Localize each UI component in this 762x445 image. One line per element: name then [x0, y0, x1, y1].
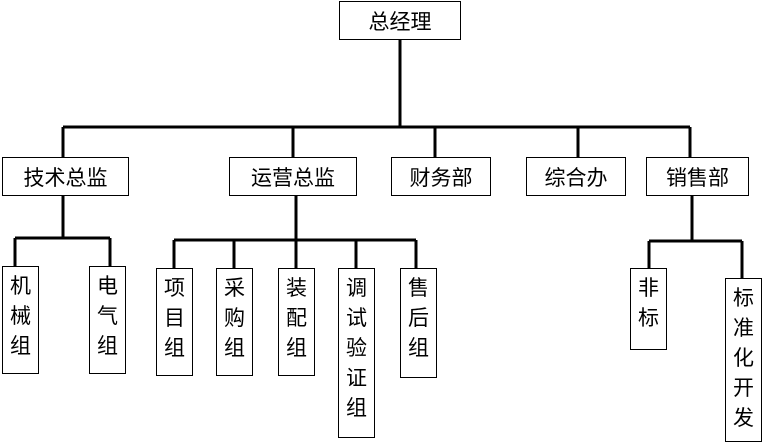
dept-sales: 销售部	[646, 157, 749, 196]
team-assembly: 装配组	[278, 268, 315, 376]
connector-lines	[13, 40, 744, 280]
label-char: 组	[346, 396, 367, 420]
label-char: 组	[97, 334, 118, 358]
team-project: 项目组	[156, 268, 193, 376]
label-char: 组	[164, 336, 185, 360]
label-char: 验	[346, 336, 367, 360]
label-char: 证	[346, 366, 367, 390]
team-electrical: 电气组	[89, 266, 126, 374]
dept-general-office: 综合办	[526, 157, 626, 196]
label-char: 目	[164, 306, 185, 330]
label-char: 后	[408, 306, 429, 330]
team-commissioning: 调试验证组	[338, 268, 375, 438]
label-char: 标	[638, 306, 659, 330]
label-char: 调	[346, 276, 367, 300]
label-char: 标	[733, 286, 754, 310]
label-char: 非	[638, 276, 659, 300]
label-char: 电	[97, 274, 118, 298]
label-char: 械	[10, 304, 31, 328]
label-char: 售	[408, 276, 429, 300]
label-char: 配	[286, 306, 307, 330]
label-char: 组	[286, 336, 307, 360]
team-after-sales: 售后组	[400, 268, 437, 378]
label-char: 开	[733, 376, 754, 400]
team-mechanical: 机械组	[2, 266, 39, 374]
label-char: 试	[346, 306, 367, 330]
root-node: 总经理	[339, 1, 461, 40]
team-standardized-dev: 标准化开发	[725, 278, 762, 442]
team-procurement: 采购组	[216, 268, 253, 376]
label-char: 组	[408, 336, 429, 360]
label-char: 采	[224, 276, 245, 300]
label-char: 发	[733, 406, 754, 430]
label-char: 机	[10, 274, 31, 298]
label-char: 化	[733, 346, 754, 370]
team-non-standard: 非标	[630, 268, 667, 350]
label-char: 组	[10, 334, 31, 358]
label-char: 组	[224, 336, 245, 360]
label-char: 项	[164, 276, 185, 300]
dept-finance: 财务部	[391, 157, 491, 196]
label-char: 装	[286, 276, 307, 300]
label-char: 气	[97, 304, 118, 328]
dept-ops-director: 运营总监	[229, 157, 357, 196]
label-char: 购	[224, 306, 245, 330]
dept-tech-director: 技术总监	[2, 157, 129, 196]
label-char: 准	[733, 316, 754, 340]
